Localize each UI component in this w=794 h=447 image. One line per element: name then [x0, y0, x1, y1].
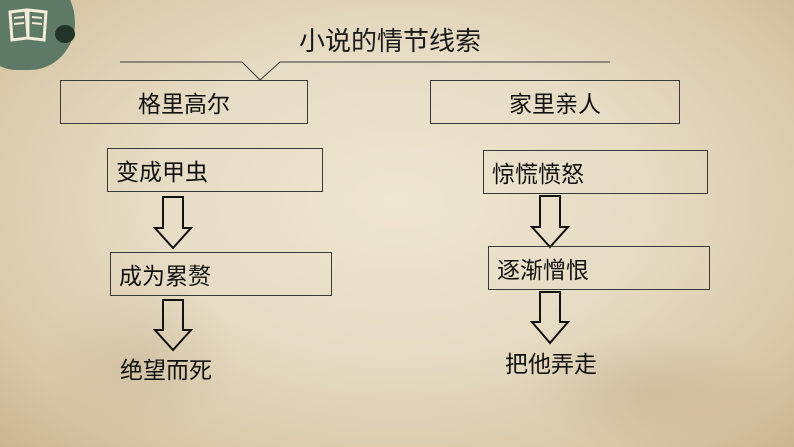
left-step-box: 成为累赘 [110, 252, 332, 296]
diagram-title: 小说的情节线索 [298, 27, 481, 57]
down-arrow-icon [529, 291, 571, 345]
right-step-1: 惊慌愤怒 [492, 162, 584, 188]
down-arrow-icon [529, 195, 571, 249]
right-step-2: 逐渐憎恨 [497, 258, 589, 284]
badge-shadow [55, 25, 75, 43]
paper-stain [40, 280, 240, 440]
right-heading: 家里亲人 [509, 92, 601, 118]
right-step-box: 惊慌愤怒 [483, 150, 708, 194]
book-icon [8, 8, 48, 42]
left-heading-box: 格里高尔 [60, 80, 308, 124]
paper-stain [520, 330, 780, 447]
left-step-2: 成为累赘 [119, 264, 211, 290]
right-heading-box: 家里亲人 [430, 80, 680, 124]
right-ending: 把他弄走 [505, 352, 597, 378]
down-arrow-icon [152, 299, 194, 352]
left-step-box: 变成甲虫 [107, 148, 323, 192]
right-step-box: 逐渐憎恨 [488, 246, 710, 290]
left-step-1: 变成甲虫 [116, 160, 208, 186]
down-arrow-icon [152, 196, 194, 250]
left-heading: 格里高尔 [138, 92, 230, 118]
left-ending: 绝望而死 [120, 358, 212, 384]
